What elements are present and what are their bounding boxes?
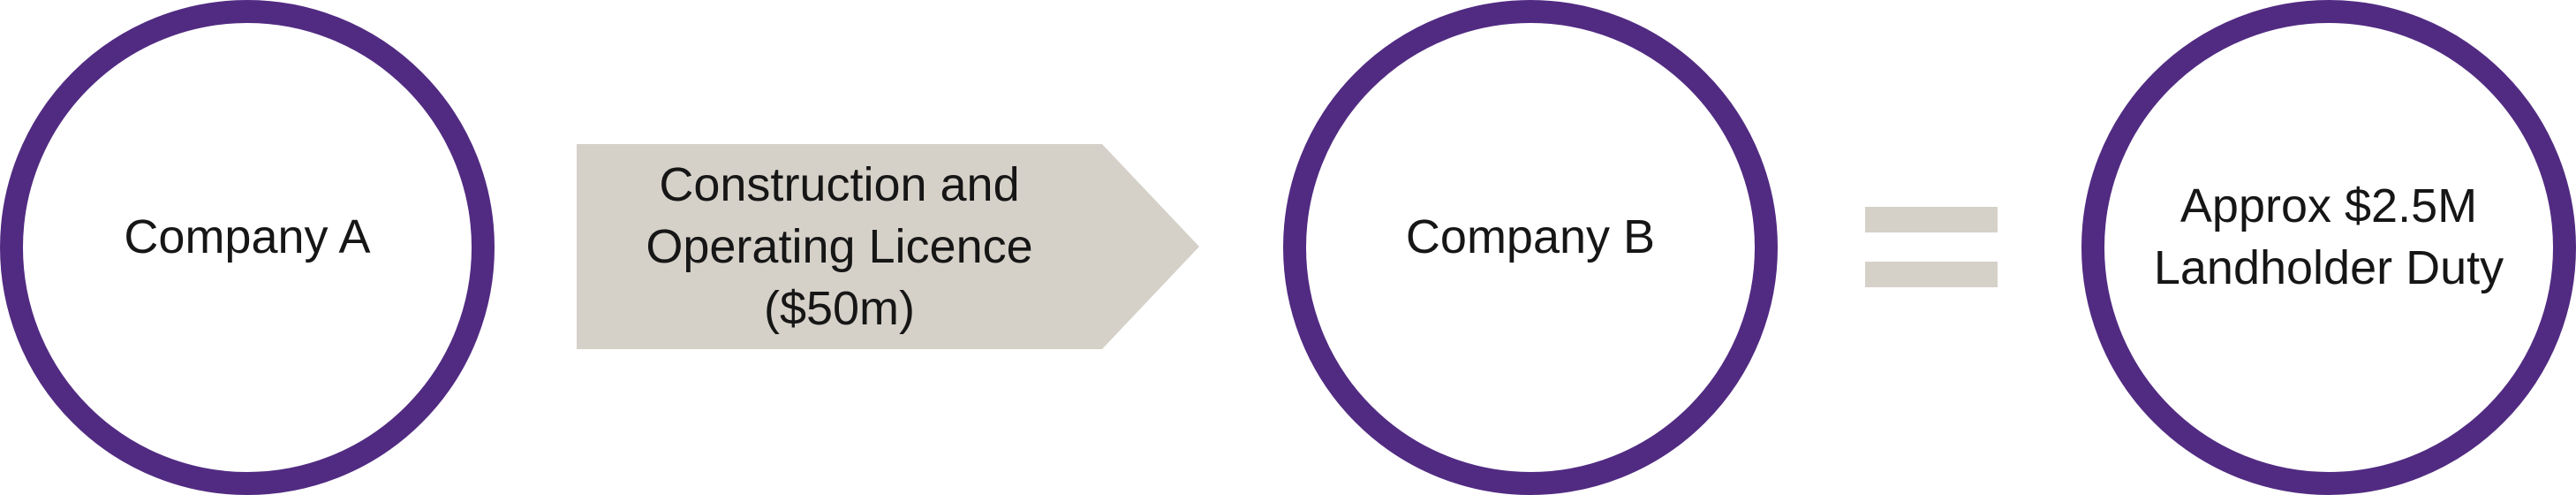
arrow-label-line-2: Operating Licence (646, 220, 1033, 273)
transaction-arrow: Construction and Operating Licence ($50m… (577, 144, 1199, 349)
company-a-circle: Company A (0, 0, 495, 495)
landholder-duty-label: Approx $2.5M Landholder Duty (2154, 175, 2504, 299)
arrow-label-line-1: Construction and (659, 158, 1020, 211)
transaction-arrow-label: Construction and Operating Licence ($50m… (577, 144, 1102, 349)
equals-bottom-bar (1865, 262, 1998, 287)
arrow-label-line-3: ($50m) (763, 282, 916, 335)
landholder-duty-circle: Approx $2.5M Landholder Duty (2081, 0, 2576, 495)
landholder-duty-line-1: Approx $2.5M (2179, 179, 2478, 232)
company-b-label: Company B (1405, 210, 1656, 263)
company-a-label: Company A (124, 210, 371, 263)
landholder-duty-line-2: Landholder Duty (2153, 241, 2504, 294)
equals-icon (1865, 207, 1998, 287)
company-b-circle: Company B (1283, 0, 1778, 495)
equals-top-bar (1865, 207, 1998, 232)
